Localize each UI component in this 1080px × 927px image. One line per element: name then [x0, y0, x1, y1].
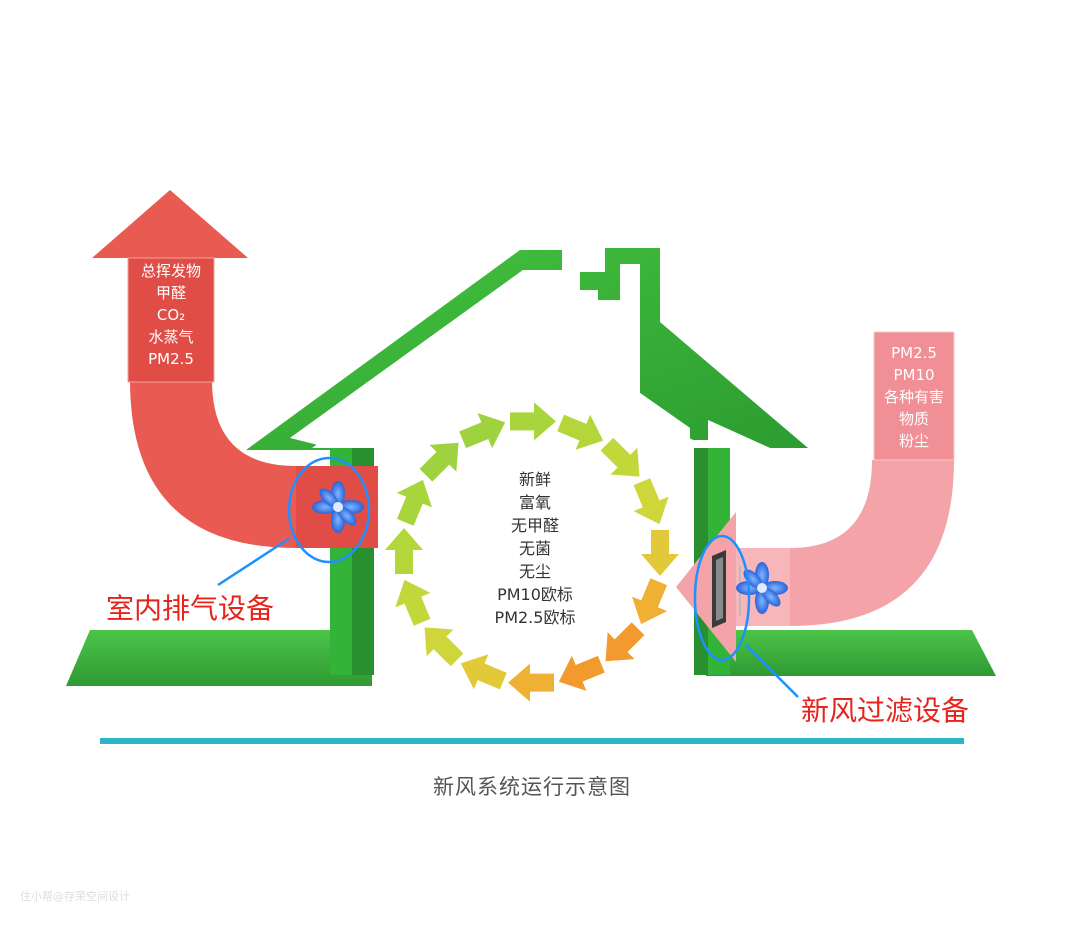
exhaust-highlight-circle — [287, 456, 371, 564]
filter-icon — [712, 550, 741, 628]
airflow-arrow-7 — [605, 622, 645, 662]
center-item-5: 无尘 — [519, 562, 551, 581]
exhaust-callout-line — [217, 536, 291, 587]
intake-highlight-circle — [693, 534, 751, 662]
airflow-arrow-16 — [459, 413, 506, 449]
airflow-arrow-12 — [395, 579, 431, 626]
airflow-arrow-3 — [600, 437, 640, 477]
airflow-ring — [385, 402, 679, 702]
exhaust-item-4: 水蒸气 — [148, 328, 193, 346]
intake-item-2: PM10 — [893, 366, 934, 384]
house-interior — [312, 286, 708, 448]
intake-item-5: 粉尘 — [899, 432, 929, 450]
intake-item-1: PM2.5 — [891, 344, 937, 362]
exhaust-item-2: 甲醛 — [156, 284, 186, 302]
center-item-7: PM2.5欧标 — [495, 608, 576, 627]
airflow-arrow-4 — [633, 478, 669, 525]
airflow-arrow-13 — [385, 528, 423, 574]
intake-item-3: 各种有害 — [884, 388, 944, 406]
intake-device-label: 新风过滤设备 — [801, 694, 969, 727]
exhaust-item-5: PM2.5 — [148, 350, 194, 368]
center-item-6: PM10欧标 — [497, 585, 573, 604]
airflow-arrow-10 — [460, 654, 507, 690]
exhaust-device-label: 室内排气设备 — [106, 592, 274, 625]
airflow-arrow-15 — [419, 442, 459, 482]
airflow-arrow-9 — [508, 663, 554, 702]
exhaust-item-3: CO₂ — [157, 306, 185, 324]
center-item-1: 新鲜 — [519, 470, 551, 489]
exhaust-fan-icon — [312, 481, 364, 533]
center-item-3: 无甲醛 — [511, 516, 559, 535]
airflow-arrow-6 — [631, 578, 668, 625]
right-floor — [706, 630, 996, 676]
airflow-arrow-1 — [510, 402, 556, 441]
airflow-arrow-11 — [424, 627, 464, 667]
diagram-caption: 新风系统运行示意图 — [433, 775, 631, 799]
center-item-2: 富氧 — [519, 493, 551, 512]
left-floor — [66, 630, 372, 686]
exhaust-arrow — [92, 190, 378, 548]
ground-line — [100, 738, 964, 744]
airflow-arrow-14 — [396, 479, 433, 526]
airflow-arrow-5 — [641, 530, 679, 576]
airflow-arrow-8 — [558, 655, 605, 691]
watermark: 住小帮@存荣空间设计 — [20, 889, 130, 903]
intake-callout-line — [745, 644, 799, 698]
exhaust-item-1: 总挥发物 — [141, 262, 201, 280]
airflow-arrow-2 — [557, 414, 604, 450]
center-item-4: 无菌 — [519, 539, 551, 558]
intake-item-4: 物质 — [899, 410, 929, 428]
